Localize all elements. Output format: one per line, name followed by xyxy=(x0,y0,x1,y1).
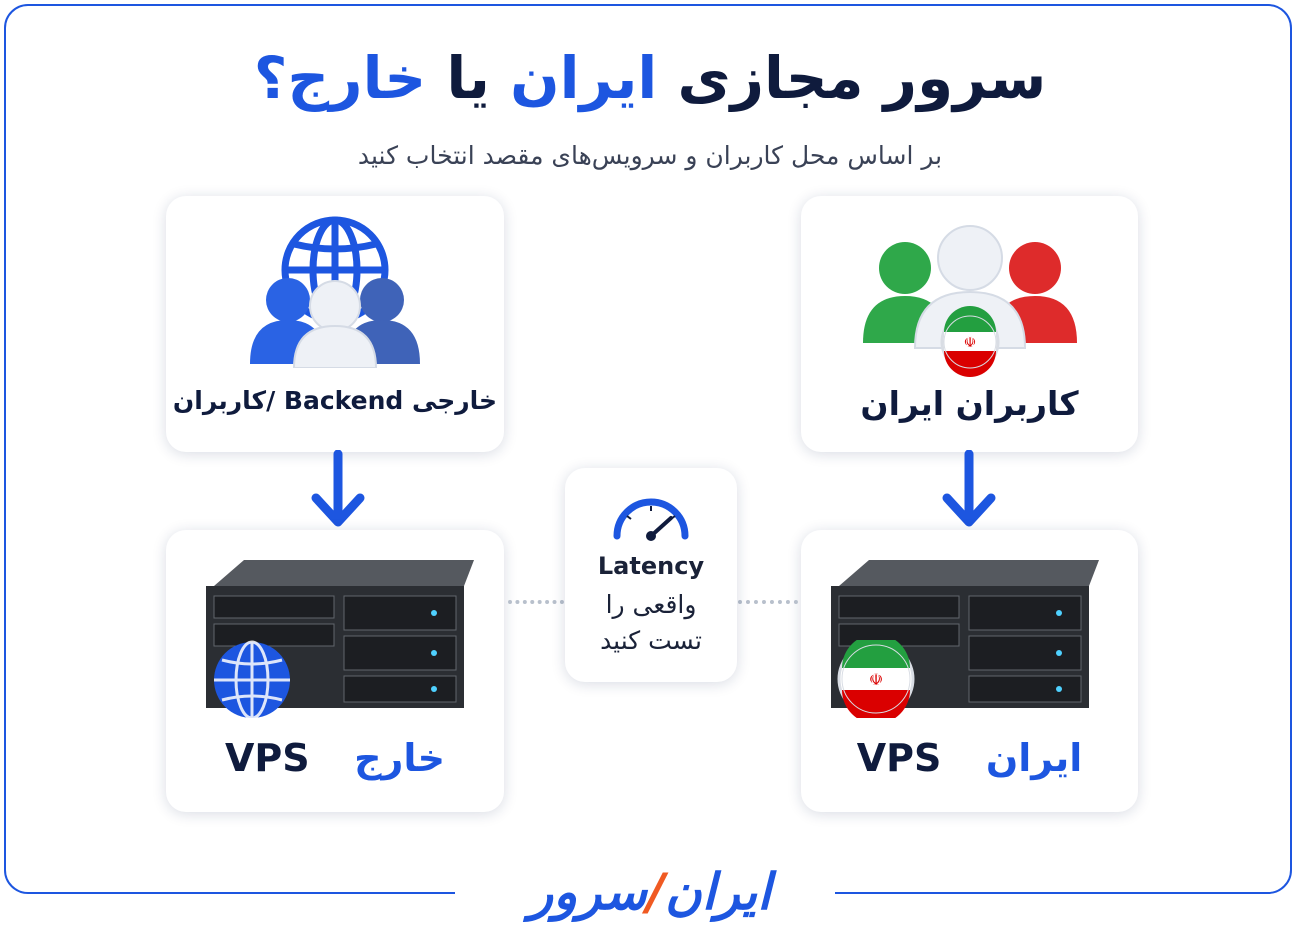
arrow-down-icon xyxy=(942,450,996,527)
vps-foreign-title: VPS xyxy=(224,736,310,780)
card-iran-users-label: کاربران ایران xyxy=(860,384,1079,423)
iran-flag-icon: ☫ xyxy=(837,640,915,718)
latency-line-2: واقعی را xyxy=(605,590,697,619)
globe-icon xyxy=(214,640,290,720)
vps-iran-title: VPS xyxy=(856,736,942,780)
globe-users-icon xyxy=(250,216,420,368)
iran-flag-icon: ☫ xyxy=(940,306,1000,377)
brand-logo-part1: ایران xyxy=(665,863,772,921)
card-vps-iran: ☫ ایران VPS xyxy=(801,530,1138,812)
card-foreign-users-label: کاربران/ Backend خارجی xyxy=(172,386,498,415)
latency-title: Latency xyxy=(597,552,705,580)
iran-users-icon: ☫ xyxy=(863,225,1077,377)
speedometer-icon xyxy=(613,498,689,541)
card-foreign-users: کاربران/ Backend خارجی xyxy=(166,196,504,452)
latency-line-3: تست کنید xyxy=(600,626,702,655)
arrow-down-icon xyxy=(311,450,365,527)
svg-text:☫: ☫ xyxy=(964,335,977,351)
brand-logo-part2: سرور xyxy=(528,863,647,921)
svg-text:☫: ☫ xyxy=(869,670,883,689)
frame-gap xyxy=(455,880,835,910)
card-vps-iran-label: ایران VPS xyxy=(801,736,1138,780)
page-subtitle: بر اساس محل کاربران و سرویس‌های مقصد انت… xyxy=(357,141,943,170)
vps-foreign-location: خارج xyxy=(354,736,446,780)
connector-right xyxy=(738,600,798,604)
vps-iran-location: ایران xyxy=(985,736,1083,780)
card-iran-users: ☫ کاربران ایران xyxy=(801,196,1138,452)
brand-logo: ایران/سرور xyxy=(528,863,772,921)
card-vps-foreign: خارج VPS xyxy=(166,530,504,812)
connector-left xyxy=(508,600,564,604)
card-vps-foreign-label: خارج VPS xyxy=(166,736,504,780)
card-latency: Latency واقعی را تست کنید xyxy=(565,468,737,682)
server-icon xyxy=(206,560,474,708)
page-title: سرور مجازی ایران یا خارج؟ xyxy=(253,44,1047,112)
